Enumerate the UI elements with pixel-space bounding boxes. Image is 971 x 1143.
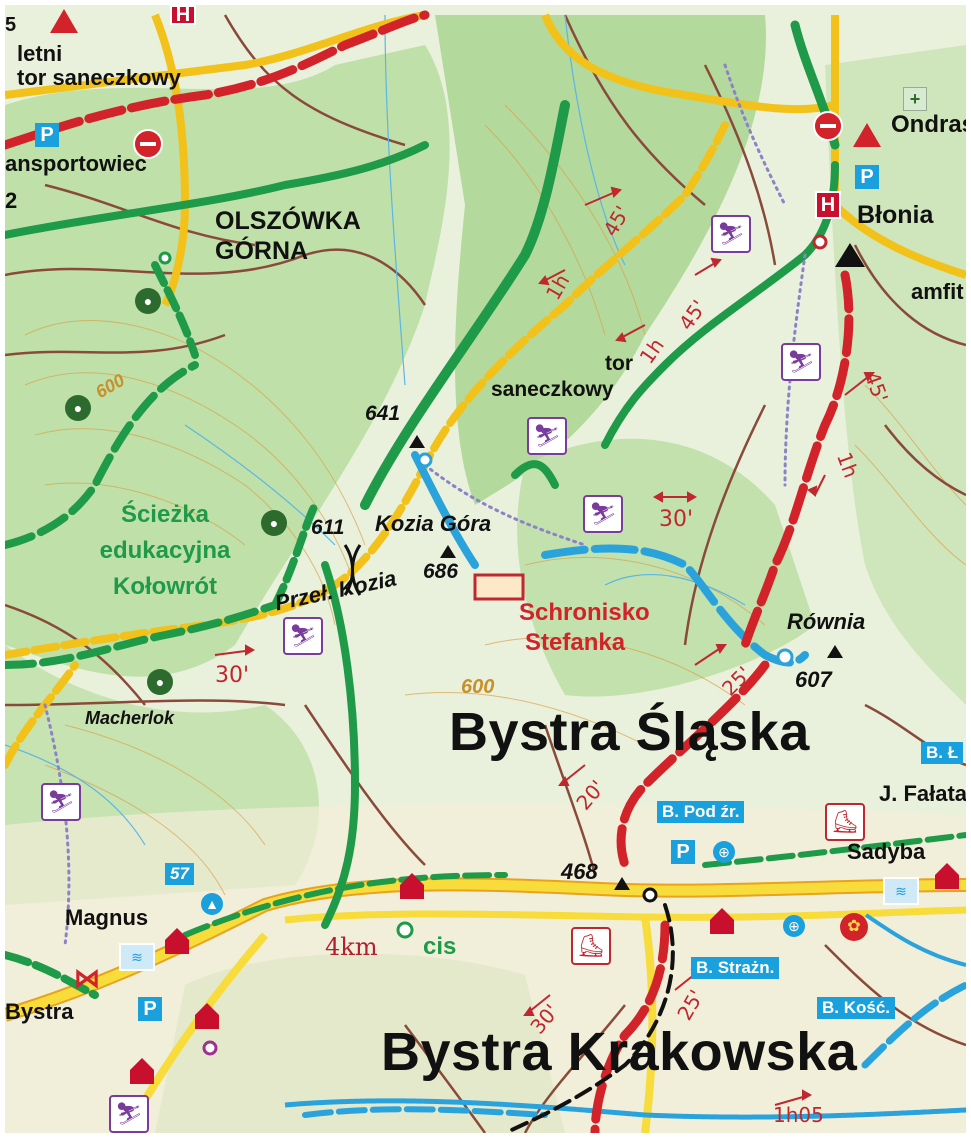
label-edukacyjna: edukacyjna [99, 537, 231, 564]
ski-rental-icon[interactable]: ⛸ [571, 927, 611, 965]
contour-label-600: 600 [461, 676, 495, 698]
skier-icon[interactable]: ⛷ [109, 1095, 149, 1133]
parking-icon[interactable]: P [855, 165, 879, 189]
bus-stop-sign-b-strazn[interactable]: B. Strażn. [691, 957, 780, 979]
label-kolowrot: Kołowrót [113, 573, 217, 600]
label-tor-saneczkowy: tor saneczkowy [17, 65, 181, 90]
warning-triangle-icon [50, 9, 78, 33]
bus-stop-sign-b-pod-zr[interactable]: B. Pod źr. [657, 801, 745, 823]
label-macherlok: Macherlok [85, 708, 175, 728]
river [284, 1098, 966, 1120]
hotel-icon[interactable]: H [170, 5, 196, 25]
bus-stop-sign-b-kosc[interactable]: B. Kość. [817, 997, 896, 1019]
label-num-2: 2 [5, 188, 18, 213]
label-schronisko: Schronisko [519, 599, 650, 626]
parking-icon[interactable]: P [671, 840, 695, 864]
label-kozia-gora: Kozia Góra [375, 511, 492, 536]
swimming-pool-icon[interactable]: ≋ [883, 877, 919, 905]
road-number-57: 57 [165, 863, 194, 885]
elevation-468: 468 [561, 859, 598, 884]
trail-time: 30' [215, 663, 250, 688]
bus-stop-icon[interactable]: ⊕ [713, 841, 735, 863]
skier-icon[interactable]: ⛷ [711, 215, 751, 253]
label-stefanka: Stefanka [525, 629, 626, 656]
label-rownia: Równia [787, 609, 866, 634]
viewpoint-icon: ⋈ [74, 963, 100, 993]
ski-rental-icon[interactable]: ⛸ [825, 803, 865, 841]
label-sciezka: Ścieżka [120, 501, 210, 528]
peak-markers [409, 243, 865, 890]
forest-patch [825, 45, 966, 705]
bus-stop-sign-b-l[interactable]: B. Ł [921, 742, 964, 764]
no-entry-icon [133, 129, 163, 159]
label-saneczkowy: saneczkowy [491, 378, 614, 401]
hotel-icon[interactable]: H [815, 191, 841, 219]
hiking-trails [5, 10, 966, 1133]
elevation-641: 641 [365, 402, 401, 425]
parking-icon[interactable]: P [35, 123, 59, 147]
contour-lines [24, 104, 966, 896]
label-bystra: Bystra [5, 999, 74, 1024]
elevation-686: 686 [423, 560, 459, 583]
label-blonia: Błonia [857, 201, 934, 229]
warning-triangle-icon [853, 123, 881, 147]
town-bystra-slaska: Bystra Śląska [449, 702, 810, 762]
bus-stop-icon[interactable]: ▲ [201, 893, 223, 915]
skier-icon[interactable]: ⛷ [781, 343, 821, 381]
no-entry-icon [813, 111, 843, 141]
bus-stop-icon[interactable]: ⊕ [783, 915, 805, 937]
map-graphics [5, 5, 966, 1133]
info-circles [158, 234, 828, 1056]
label-ondras: Ondras [891, 111, 966, 138]
label-num-5: 5 [5, 14, 17, 36]
river [864, 913, 966, 967]
grouse-icon: ● [65, 395, 91, 421]
elevation-607: 607 [795, 667, 832, 692]
grouse-icon: ● [261, 510, 287, 536]
grouse-icon: ● [147, 669, 173, 695]
label-sadyba: Sadyba [847, 839, 926, 864]
elevation-611: 611 [311, 516, 345, 539]
trail-time: 30' [659, 507, 694, 532]
skier-icon[interactable]: ⛷ [583, 495, 623, 533]
grouse-icon: ● [135, 288, 161, 314]
trail-time: 1h05 [773, 1103, 824, 1127]
label-magnus: Magnus [65, 905, 149, 930]
skier-icon[interactable]: ⛷ [527, 417, 567, 455]
skier-icon[interactable]: ⛷ [41, 783, 81, 821]
house-icons [130, 863, 959, 1084]
label-amfit: amfit [911, 279, 964, 304]
label-transportowiec: ansportowiec [5, 151, 147, 176]
label-j-falata: J. Fałata [879, 781, 966, 806]
town-bystra-krakowska: Bystra Krakowska [381, 1022, 858, 1082]
swimming-pool-icon[interactable]: ≋ [119, 943, 155, 971]
local-roads [5, 14, 966, 1133]
hut-icon [473, 573, 525, 601]
restaurant-icon[interactable]: ✿ [840, 913, 868, 941]
map-canvas[interactable]: P P P P H H + ⛷ ⛷ ⛷ ⛷ ⛷ ⛷ ⛷ ⛸ ⛸ ● ● ● ● … [5, 5, 966, 1133]
label-olszowka: OLSZÓWKA [215, 207, 361, 235]
parking-icon[interactable]: P [138, 997, 162, 1021]
first-aid-icon[interactable]: + [903, 87, 927, 111]
label-letni: letni [17, 41, 63, 66]
forest-patch [5, 45, 450, 677]
label-tor: tor [605, 352, 633, 375]
forest-patch [435, 15, 766, 505]
pass-icon [343, 544, 362, 596]
skier-icon[interactable]: ⛷ [283, 617, 323, 655]
label-cis: cis [423, 933, 457, 960]
label-gorna: GÓRNA [215, 237, 309, 265]
label-4km: 4km [325, 933, 378, 961]
